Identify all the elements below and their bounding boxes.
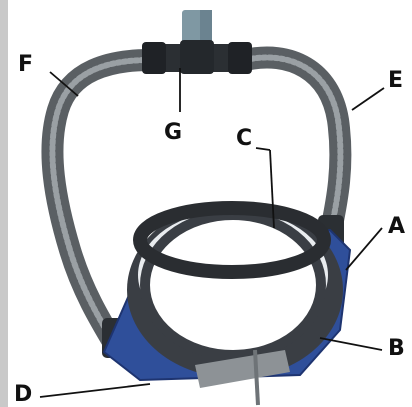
tee-fitting-center-collar	[180, 40, 214, 74]
leader-line-b	[320, 338, 382, 350]
tee-fitting-left-collar	[142, 42, 166, 74]
label-c: C	[236, 128, 252, 150]
tee-fitting-right-collar	[228, 42, 252, 74]
label-g: G	[164, 122, 182, 144]
label-e: E	[388, 70, 403, 92]
leader-line-e	[352, 88, 384, 110]
ring-opening	[145, 215, 321, 355]
leader-line-d	[40, 384, 150, 397]
leader-line-c	[256, 148, 270, 150]
label-b: B	[388, 338, 405, 360]
leader-line-a	[346, 228, 382, 270]
label-a: A	[388, 216, 405, 238]
label-d: D	[14, 384, 32, 406]
label-f: F	[18, 54, 33, 76]
